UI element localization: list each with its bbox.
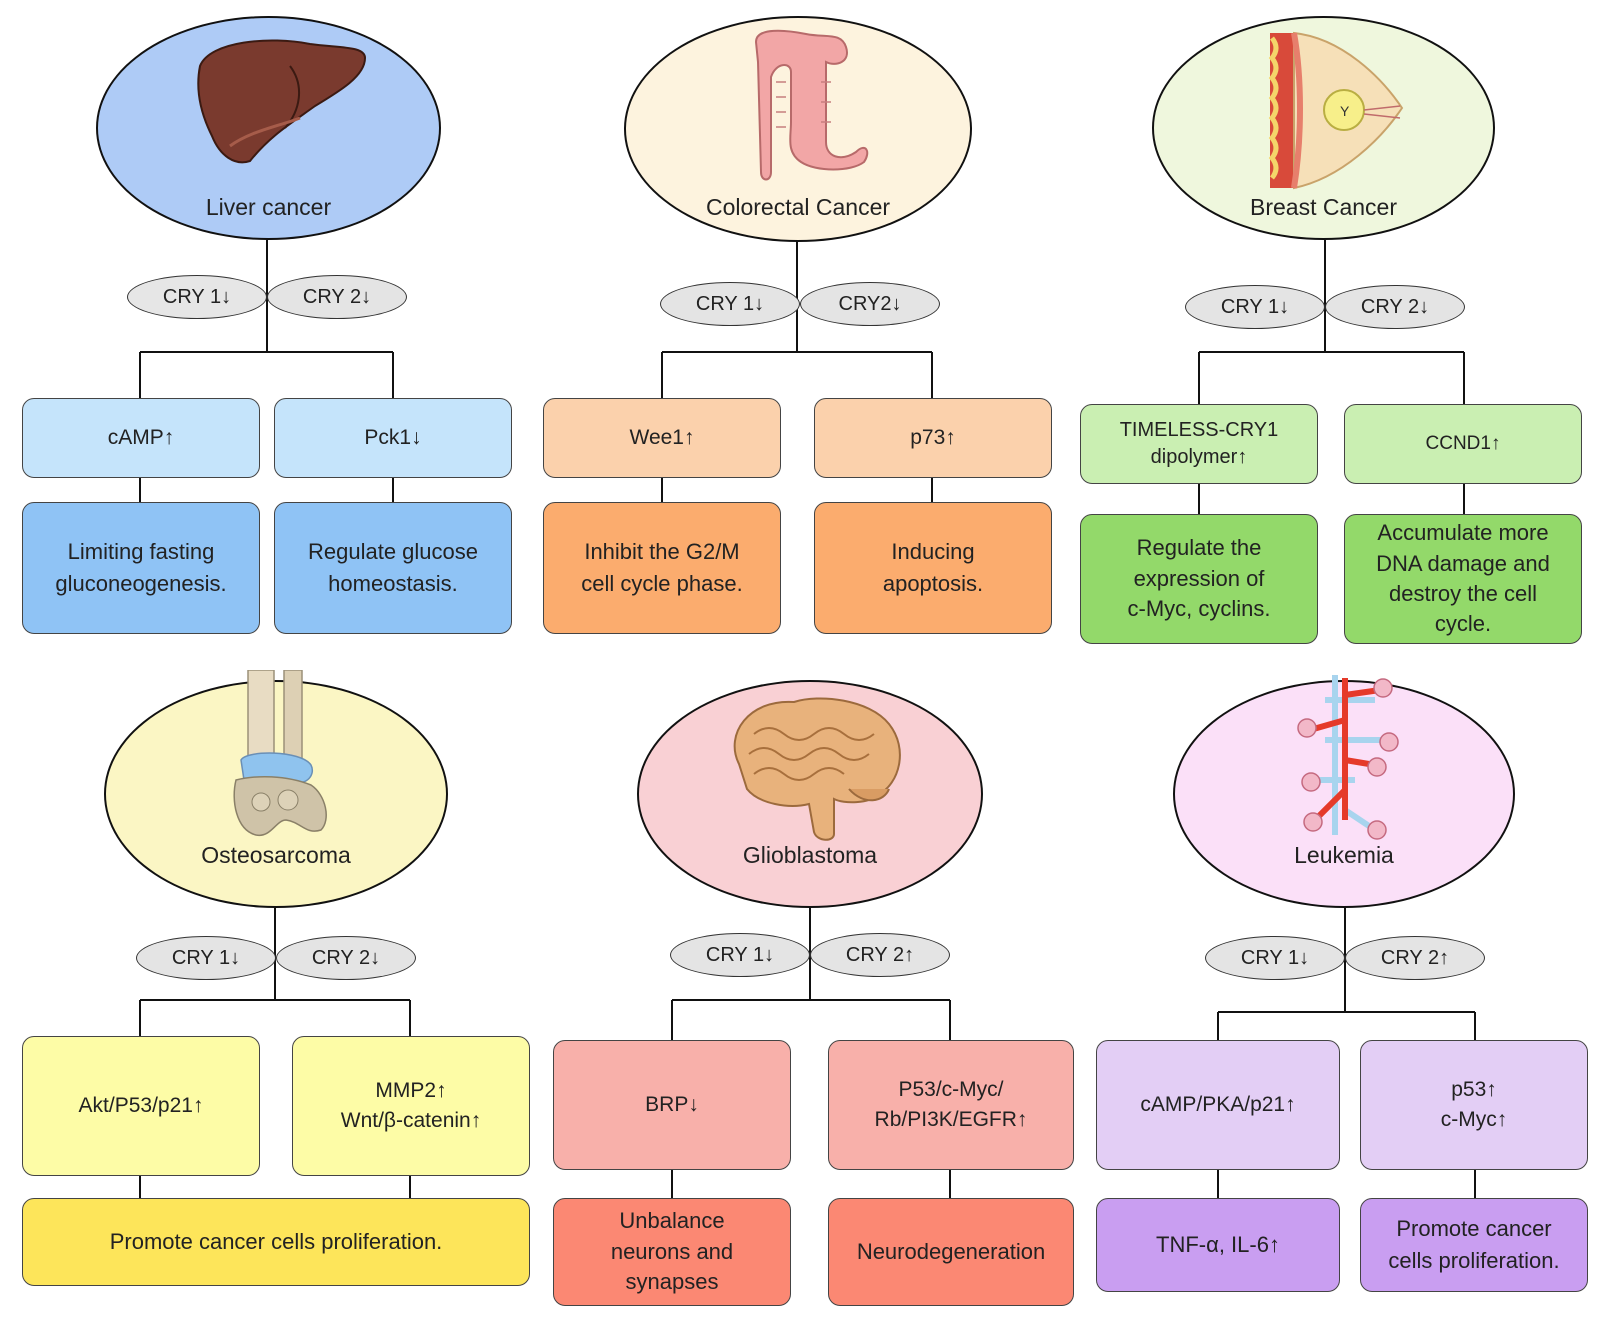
- effect-box-left: TNF-α, IL-6↑: [1096, 1198, 1340, 1292]
- effect-box-right: Neurodegeneration: [828, 1198, 1074, 1306]
- organ-oval-osteosarcoma: Osteosarcoma: [104, 670, 448, 908]
- effect-box-left: Regulate the expression of c-Myc, cyclin…: [1080, 514, 1318, 644]
- svg-text:Y: Y: [1340, 103, 1350, 119]
- effect-box-right: Promote cancer cells proliferation.: [1360, 1198, 1588, 1292]
- organ-oval-liver: Liver cancer: [96, 16, 441, 240]
- gene-box-right: CCND1↑: [1344, 404, 1582, 484]
- cry1-badge: CRY 1↓: [670, 933, 810, 977]
- organ-title: Liver cancer: [205, 194, 332, 220]
- gene-box-left: Akt/P53/p21↑: [22, 1036, 260, 1176]
- effect-box-right: Accumulate more DNA damage and destroy t…: [1344, 514, 1582, 644]
- effect-box-right: Regulate glucose homeostasis.: [274, 502, 512, 634]
- organ-title: Breast Cancer: [1249, 194, 1397, 220]
- gene-box-left: cAMP/PKA/p21↑: [1096, 1040, 1340, 1170]
- ankle-bone-icon: [233, 670, 327, 836]
- brain-icon: [733, 697, 901, 841]
- organ-title: Leukemia: [1294, 842, 1394, 868]
- effect-box-right: Inducing apoptosis.: [814, 502, 1052, 634]
- organ-oval-colorectal: Colorectal Cancer: [624, 16, 972, 242]
- cry2-badge: CRY 2↓: [1325, 285, 1465, 329]
- gene-box-right: MMP2↑ Wnt/β-catenin↑: [292, 1036, 530, 1176]
- gene-box-left: cAMP↑: [22, 398, 260, 478]
- cry2-badge: CRY 2↓: [267, 275, 407, 319]
- cry1-badge: CRY 1↓: [136, 936, 276, 980]
- gene-box-right: p53↑ c-Myc↑: [1360, 1040, 1588, 1170]
- shared-effect-box: Promote cancer cells proliferation.: [22, 1198, 530, 1286]
- gene-box-right: Pck1↓: [274, 398, 512, 478]
- cry2-badge: CRY 2↓: [276, 936, 416, 980]
- blood-vessels-icon: [1297, 675, 1399, 840]
- organ-oval-glioblastoma: Glioblastoma: [637, 680, 983, 908]
- organ-oval-breast: Y Breast Cancer: [1152, 16, 1495, 240]
- gene-box-right: P53/c-Myc/ Rb/PI3K/EGFR↑: [828, 1040, 1074, 1170]
- gene-box-left: Wee1↑: [543, 398, 781, 478]
- organ-title: Osteosarcoma: [201, 842, 351, 868]
- effect-box-left: Unbalance neurons and synapses: [553, 1198, 791, 1306]
- cry1-badge: CRY 1↓: [660, 282, 800, 326]
- cry1-badge: CRY 1↓: [127, 275, 267, 319]
- cry1-badge: CRY 1↓: [1185, 285, 1325, 329]
- gene-box-right: p73↑: [814, 398, 1052, 478]
- liver-icon: [197, 39, 367, 164]
- gene-box-left: BRP↓: [553, 1040, 791, 1170]
- cry2-badge: CRY 2↑: [810, 933, 950, 977]
- cry1-badge: CRY 1↓: [1205, 936, 1345, 980]
- cry2-badge: CRY2↓: [800, 282, 940, 326]
- effect-box-left: Limiting fasting gluconeogenesis.: [22, 502, 260, 634]
- organ-oval-leukemia: Leukemia: [1173, 675, 1515, 908]
- gene-box-left: TIMELESS-CRY1 dipolymer↑: [1080, 404, 1318, 484]
- breast-icon: Y: [1268, 31, 1404, 190]
- effect-box-left: Inhibit the G2/M cell cycle phase.: [543, 502, 781, 634]
- organ-title: Glioblastoma: [742, 842, 878, 868]
- organ-title: Colorectal Cancer: [705, 194, 891, 220]
- colon-icon: [754, 29, 869, 181]
- cry2-badge: CRY 2↑: [1345, 936, 1485, 980]
